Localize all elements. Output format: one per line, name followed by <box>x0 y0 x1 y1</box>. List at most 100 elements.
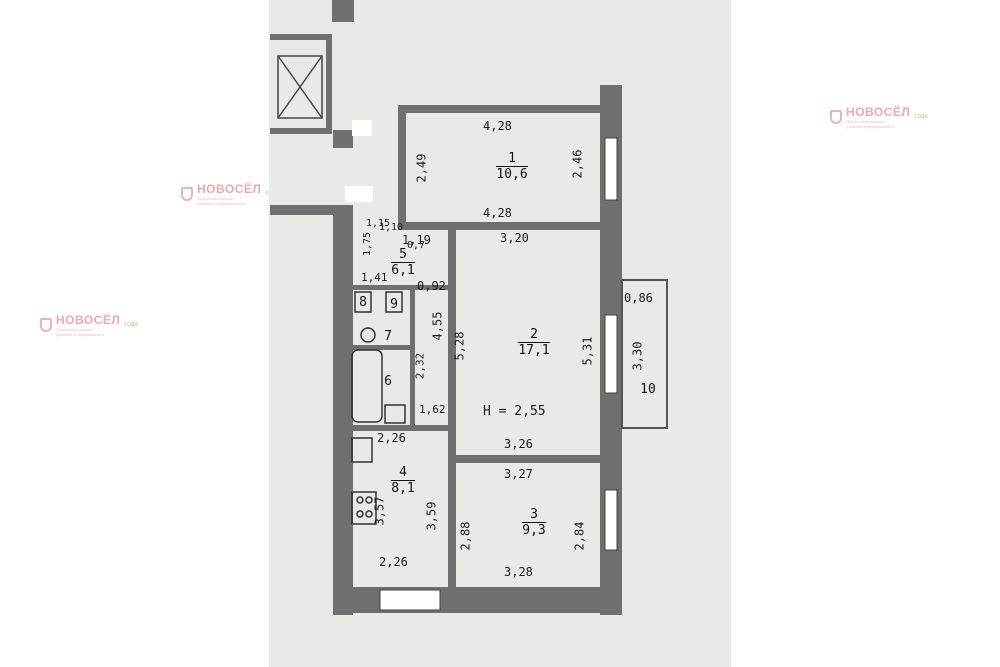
shaft-line <box>277 55 323 119</box>
wall <box>398 105 406 225</box>
room-area: 17,1 <box>518 342 550 358</box>
floor-plan-scan: 1 10,6 2 17,1 3 9,3 4 8,1 5 6,1 6 7 8 9 … <box>269 0 731 667</box>
dim-bath-a: 2,32 <box>413 352 427 380</box>
brand-logo-icon <box>830 110 842 124</box>
dim-r4-bottom: 2,26 <box>379 555 408 569</box>
dim-r1-bottom: 4,28 <box>483 206 512 220</box>
closet-8 <box>354 291 372 313</box>
wall <box>270 128 332 134</box>
ceiling-height: Н = 2,55 <box>483 404 546 419</box>
balcony <box>621 279 668 429</box>
room-10-label: 10 <box>633 383 663 397</box>
dim-r3-left: 2,88 <box>458 521 473 551</box>
stove <box>351 491 377 525</box>
window <box>604 314 618 394</box>
room-number: 9 <box>390 297 398 312</box>
dim-r4-top: 2,26 <box>377 431 406 445</box>
walls <box>270 0 622 615</box>
watermark-brand: НОВОСЁЛ <box>197 182 262 196</box>
closet-9 <box>385 291 403 313</box>
watermark-left-top: НОВОСЁЛ Профессиональные решения в недви… <box>181 182 279 206</box>
dim-r3-right: 2,84 <box>572 521 587 551</box>
watermark-badge: ГОДА <box>914 114 929 120</box>
dim-hall-c: 1,10 <box>379 222 404 233</box>
wall <box>333 587 622 613</box>
dim-hall-d: 1,75 <box>362 231 374 257</box>
bathtub <box>351 349 383 423</box>
room-number: 10 <box>640 382 656 397</box>
wall <box>350 425 448 431</box>
redaction <box>345 186 373 202</box>
wall <box>448 455 604 463</box>
dim-r1-left: 2,49 <box>414 153 429 183</box>
watermark-tagline: Профессиональные решения в недвижимости <box>846 119 894 129</box>
dim-hall-b: 1,15 <box>366 218 391 229</box>
window <box>379 589 441 611</box>
burner <box>365 510 373 518</box>
wall <box>270 34 332 40</box>
wall <box>270 205 338 215</box>
wall <box>333 205 353 615</box>
dim-r1-right: 2,46 <box>570 149 585 179</box>
room-number: 4 <box>399 465 407 480</box>
room-area: 8,1 <box>391 480 415 496</box>
dim-r4-left: 3,57 <box>372 496 387 526</box>
wall <box>398 222 604 230</box>
dim-balcony-w: 0,86 <box>624 291 653 305</box>
room-5-label: 5 6,1 <box>383 248 423 278</box>
room-number: 1 <box>508 151 516 166</box>
watermark-tagline: Профессиональные решения в недвижимости <box>197 196 245 206</box>
room-9-label: 9 <box>386 298 402 312</box>
watermark-tagline: Профессиональные решения в недвижимости <box>56 327 104 337</box>
redaction <box>352 120 372 136</box>
wall <box>326 40 332 130</box>
toilet <box>360 327 376 343</box>
stairwell-box <box>277 55 323 119</box>
dim-bath-b: 1,62 <box>419 403 446 416</box>
wall <box>333 130 353 148</box>
dim-r2-right: 5,31 <box>580 336 595 366</box>
watermark-right: НОВОСЁЛ Профессиональные решения в недви… <box>830 105 928 129</box>
wall <box>350 285 448 290</box>
dim-bath-c: 0,7 <box>407 240 426 251</box>
watermark-left: НОВОСЁЛ Профессиональные решения в недви… <box>40 313 138 337</box>
wall <box>410 290 415 425</box>
wall <box>448 228 456 588</box>
dim-r3-top: 3,27 <box>504 467 533 481</box>
room-2-label: 2 17,1 <box>504 328 564 358</box>
dim-r2-top: 3,20 <box>500 231 529 245</box>
burner <box>365 496 373 504</box>
room-8-label: 8 <box>355 296 371 310</box>
wall <box>332 0 354 22</box>
room-number: 5 <box>399 247 407 262</box>
floor-plan-drawing <box>270 0 668 615</box>
watermark-brand: НОВОСЁЛ <box>846 105 911 119</box>
brand-logo-icon <box>181 187 193 201</box>
room-6-label: 6 <box>380 375 396 389</box>
room-3-label: 3 9,3 <box>504 508 564 538</box>
room-1-label: 1 10,6 <box>482 152 542 182</box>
watermark-brand: НОВОСЁЛ <box>56 313 121 327</box>
window <box>604 137 618 201</box>
dim-hall-g: 4,55 <box>430 311 445 341</box>
room-number: 6 <box>384 374 392 389</box>
kitchen-sink <box>351 437 373 463</box>
windows <box>379 137 618 611</box>
shaft <box>277 55 323 119</box>
dim-r2-left: 5,28 <box>452 331 467 361</box>
wall <box>398 105 604 113</box>
window <box>604 489 618 551</box>
dim-r1-top: 4,28 <box>483 119 512 133</box>
fixtures <box>351 291 406 525</box>
room-area: 9,3 <box>522 522 546 538</box>
dim-r2-bottom: 3,26 <box>504 437 533 451</box>
dim-r3-bottom: 3,28 <box>504 565 533 579</box>
dim-r4-right: 3,59 <box>424 501 439 531</box>
burner <box>356 510 364 518</box>
brand-logo-icon <box>40 318 52 332</box>
room-number: 3 <box>530 507 538 522</box>
room-number: 2 <box>530 327 538 342</box>
room-4-label: 4 8,1 <box>373 466 433 496</box>
dim-hall-e: 0,92 <box>417 279 446 293</box>
sink <box>384 404 406 424</box>
